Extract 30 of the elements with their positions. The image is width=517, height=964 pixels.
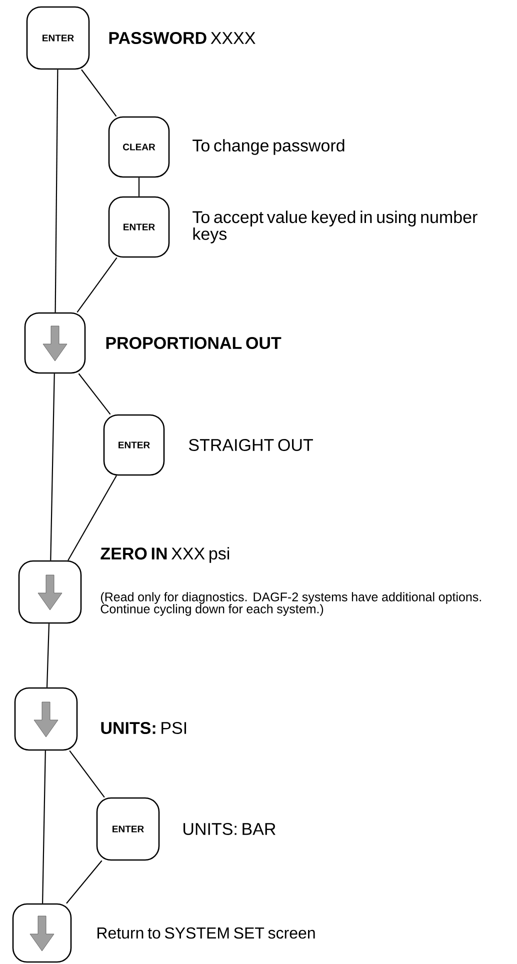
key-button: CLEAR xyxy=(108,116,170,178)
connector-line xyxy=(42,750,46,904)
connector-line xyxy=(81,69,117,117)
connector-line xyxy=(66,860,102,904)
key-button xyxy=(24,312,86,374)
connector-line xyxy=(76,257,118,313)
key-button xyxy=(18,560,82,624)
connector-line xyxy=(69,750,105,798)
step-text: PASSWORD XXXX xyxy=(109,32,256,44)
key-button xyxy=(12,903,72,963)
key-button xyxy=(14,687,78,751)
key-button: ENTER xyxy=(108,196,170,258)
connector-line xyxy=(78,373,111,415)
key-button: ENTER xyxy=(103,414,165,476)
step-text: UNITS: BAR xyxy=(184,822,276,836)
connector-line xyxy=(54,70,58,312)
connector-line xyxy=(50,374,55,560)
step-text: PROPORTIONAL OUT xyxy=(106,336,282,350)
connector-line xyxy=(138,178,140,196)
connector-line xyxy=(68,475,117,561)
key-button: ENTER xyxy=(26,6,90,70)
step-text: STRAIGHT OUT xyxy=(188,438,313,452)
step-text: To change password xyxy=(192,139,344,155)
step-text: UNITS: PSI xyxy=(101,722,186,734)
step-text: To accept value keyed in using number keys xyxy=(192,210,478,244)
key-button: ENTER xyxy=(96,797,160,861)
step-text: ZERO IN XXX psi xyxy=(100,547,230,563)
step-text: (Read only for diagnostics. DAGF-2 systems have additional options. Continue cycling down for each system.) xyxy=(100,592,481,616)
step-text: Return to SYSTEM SET screen xyxy=(98,927,315,939)
connector-line xyxy=(46,624,50,688)
